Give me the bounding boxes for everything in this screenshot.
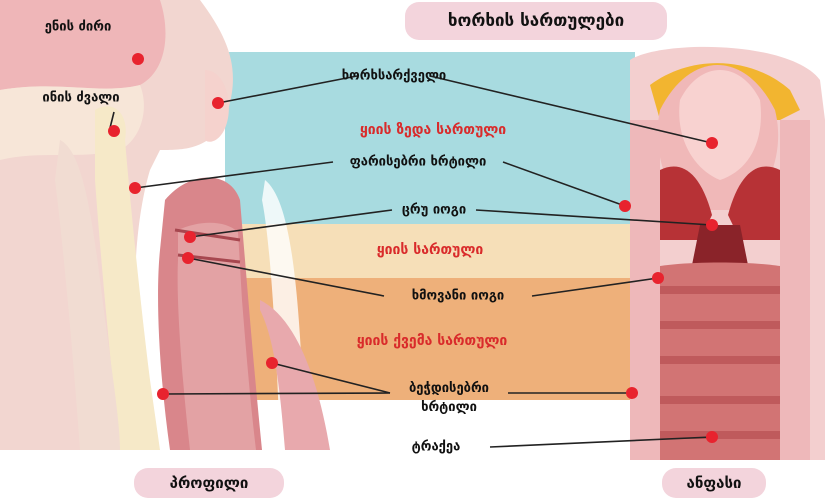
label-cricoid-line2: ხრტილი — [421, 400, 477, 415]
view-caption-profile: პროფილი — [134, 468, 284, 498]
region-lower-label: ყიის ქვემა სართული — [356, 333, 508, 349]
label-epiglottis: ხორხსარქველი — [341, 68, 447, 84]
pin-trachea — [706, 431, 718, 443]
label-thyroid-cartilage: ფარისებრი ხრტილი — [349, 154, 487, 170]
diagram-title: ხორხის სართულები — [405, 2, 667, 40]
front-illustration — [630, 46, 825, 460]
label-cricoid-line1: ბეჭდისებრი — [408, 381, 490, 396]
profile-illustration — [0, 0, 330, 450]
leader-lines — [109, 75, 713, 448]
pin-cricoid-profile-a — [266, 357, 278, 369]
pin-cricoid-front — [626, 387, 638, 399]
pin-vocal-fold-front — [652, 272, 664, 284]
label-false-fold: ცრუ იოგი — [401, 202, 467, 218]
region-middle-label: ყიის სართული — [376, 242, 484, 258]
region-upper-label: ყიის ზედა სართული — [359, 122, 507, 138]
label-pins — [108, 53, 718, 443]
pin-false-fold-profile — [184, 231, 196, 243]
label-vocal-fold: ხმოვანი იოგი — [411, 288, 505, 304]
label-trachea: ტრაქეა — [411, 439, 461, 455]
pin-thyroid-front — [619, 200, 631, 212]
label-cricoid-cartilage: ბეჭდისებრი ხრტილი — [409, 379, 489, 417]
label-tongue-root: ენის ძირი — [44, 19, 112, 35]
pin-thyroid-profile — [129, 182, 141, 194]
pin-false-fold-front — [706, 219, 718, 231]
pin-tongue-root — [132, 53, 144, 65]
pin-hyoid-bone — [108, 125, 120, 137]
view-caption-front: ანფასი — [662, 468, 766, 498]
pin-vocal-fold-profile — [182, 252, 194, 264]
label-hyoid-bone: ინის ძვალი — [42, 90, 120, 106]
upper-floor-band — [225, 52, 635, 224]
pin-cricoid-profile-b — [157, 388, 169, 400]
pin-epiglottis-front — [706, 137, 718, 149]
pin-epiglottis-profile — [212, 97, 224, 109]
